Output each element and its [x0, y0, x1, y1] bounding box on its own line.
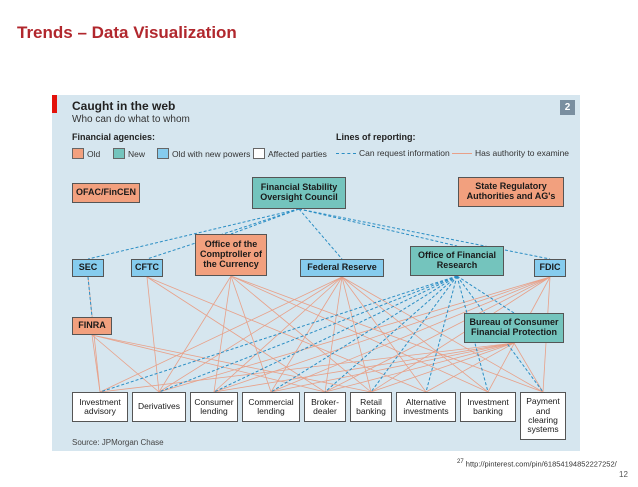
authority-line: [370, 342, 515, 393]
legend-new-swatch: [113, 148, 125, 159]
legend-agencies-title: Financial agencies:: [72, 132, 156, 142]
node-cftc: CFTC: [131, 259, 163, 277]
slide-title: Trends – Data Visualization: [17, 23, 237, 42]
footnote-ref: 27: [457, 459, 464, 465]
affected-investment-advisory: Investment advisory: [72, 392, 128, 422]
request-line: [298, 208, 343, 260]
legend-powers-label: Old with new powers: [172, 148, 251, 159]
authority-line: [270, 342, 515, 393]
legend-authority-line: [452, 152, 472, 154]
legend-old-swatch: [72, 148, 84, 159]
accent-bar: [52, 95, 57, 113]
node-occ: Office of the Comptroller of the Currenc…: [195, 234, 267, 276]
authority-line: [213, 276, 343, 393]
node-finra: FINRA: [72, 317, 112, 335]
authority-line: [341, 276, 489, 393]
authority-line: [146, 276, 326, 393]
authority-line: [158, 275, 232, 393]
node-fdic: FDIC: [534, 259, 566, 277]
legend-affected-label: Affected parties: [268, 148, 327, 159]
authority-line: [158, 276, 343, 393]
request-line: [370, 275, 458, 393]
diagram-title: Caught in the web: [72, 99, 176, 113]
authority-line: [370, 276, 551, 393]
node-fsoc: Financial Stability Oversight Council: [252, 177, 346, 209]
page-number: 12: [619, 470, 628, 479]
request-line: [425, 275, 458, 393]
authority-line: [213, 342, 515, 393]
legend-powers: Old with new powers: [157, 148, 250, 159]
legend-request-line: [336, 152, 356, 154]
request-line: [324, 275, 458, 393]
authority-line: [341, 276, 544, 393]
authority-line: [425, 342, 515, 393]
affected-consumer-lending: Consumer lending: [190, 392, 238, 422]
node-cfpb: Bureau of Consumer Financial Protection: [464, 313, 564, 343]
authority-line: [146, 276, 427, 393]
node-sec: SEC: [72, 259, 104, 277]
authority-line: [324, 276, 551, 393]
affected-commercial-lending: Commercial lending: [242, 392, 300, 422]
affected-investment-banking: Investment banking: [460, 392, 516, 422]
authority-line: [341, 276, 427, 393]
legend-authority: Has authority to examine: [452, 148, 569, 158]
legend-new-label: New: [128, 148, 146, 159]
affected-retail-banking: Retail banking: [350, 392, 392, 422]
request-line: [298, 208, 458, 247]
affected-derivatives: Derivatives: [132, 392, 186, 422]
source-note: Source: JPMorgan Chase: [72, 438, 164, 447]
request-line: [87, 208, 300, 260]
affected-payment-clearing: Payment and clearing systems: [520, 392, 566, 440]
legend-old-label: Old: [87, 148, 101, 159]
legend-request: Can request information: [336, 148, 450, 158]
authority-line: [99, 342, 515, 393]
figure-number-badge: 2: [560, 100, 575, 115]
authority-line: [230, 275, 489, 393]
legend-old: Old: [72, 148, 100, 159]
node-federal-reserve: Federal Reserve: [300, 259, 384, 277]
affected-broker-dealer: Broker-dealer: [304, 392, 346, 422]
diagram-subtitle: Who can do what to whom: [72, 114, 190, 125]
request-line: [270, 275, 458, 393]
authority-line: [91, 334, 160, 393]
authority-line: [158, 276, 551, 393]
request-line: [456, 275, 515, 314]
legend-new: New: [113, 148, 145, 159]
node-ofac-fincen: OFAC/FinCEN: [72, 183, 140, 203]
authority-line: [230, 275, 544, 393]
request-line: [158, 275, 458, 393]
legend-affected-swatch: [253, 148, 265, 159]
authority-line: [324, 342, 515, 393]
affected-alternative-investments: Alternative investments: [396, 392, 456, 422]
authority-line: [146, 276, 160, 393]
request-line: [99, 275, 458, 393]
authority-line: [270, 276, 551, 393]
footnote-url: http://pinterest.com/pin/618541948522272…: [465, 459, 617, 469]
legend-lines-title: Lines of reporting:: [336, 132, 416, 142]
legend-request-label: Can request information: [359, 148, 450, 158]
authority-line: [99, 276, 343, 393]
legend-affected: Affected parties: [253, 148, 327, 159]
authority-line: [513, 342, 544, 393]
request-line: [298, 208, 551, 260]
footnote: 27 http://pinterest.com/pin/618541948522…: [457, 459, 617, 469]
authority-line: [213, 276, 551, 393]
node-state-authorities: State Regulatory Authorities and AG's: [458, 177, 564, 207]
legend-authority-label: Has authority to examine: [475, 148, 570, 158]
node-ofr: Office of Financial Research: [410, 246, 504, 276]
legend-powers-swatch: [157, 148, 169, 159]
request-line: [87, 276, 93, 318]
request-line: [230, 208, 300, 235]
